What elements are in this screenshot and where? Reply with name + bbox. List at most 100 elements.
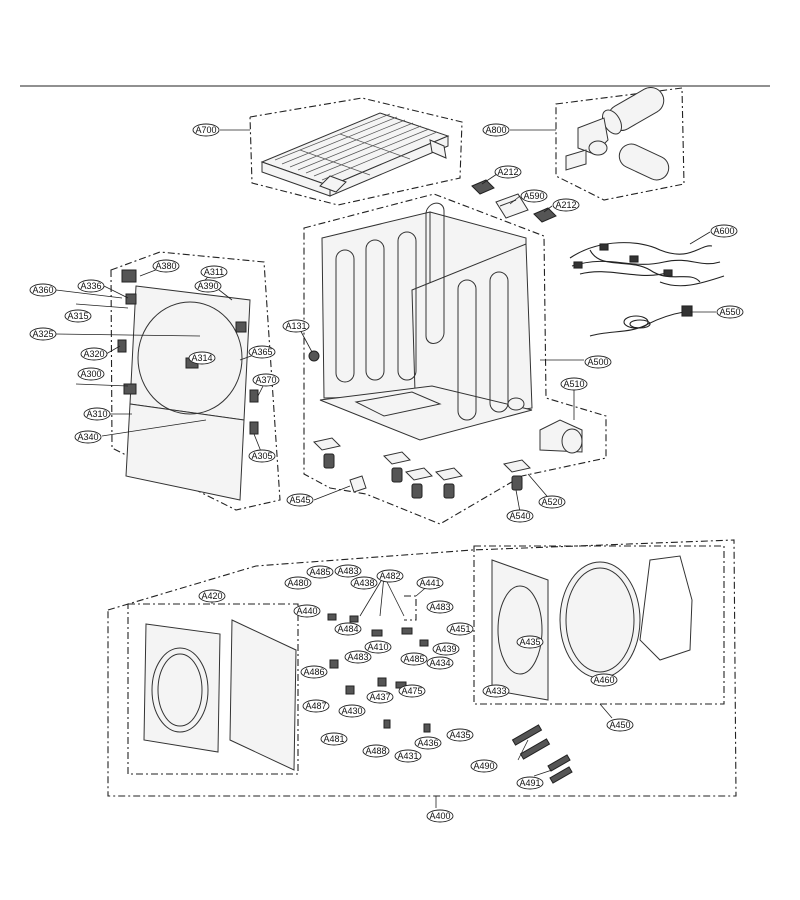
callout-text: A370 [255,375,276,385]
callout-bubble [606,718,634,732]
group-door-frame-boundary [110,251,281,511]
callout-a483b: A483 [426,600,454,614]
callout-text: A545 [289,495,310,505]
callout-bubble [306,565,334,579]
callout-bubble [248,449,276,463]
callout-a481: A481 [320,732,348,746]
callout-text: A340 [77,432,98,442]
callout-text: A700 [195,125,216,135]
callout-text: A590 [523,191,544,201]
callout-text: A510 [563,379,584,389]
callout-bubble [470,759,498,773]
callout-bubble [200,265,228,279]
callout-bubble [590,673,618,687]
callout-bubble [302,699,330,713]
callout-text: A491 [519,778,540,788]
callout-a483a: A483 [334,564,362,578]
a131-sensor [308,350,320,362]
callout-text: A336 [80,281,101,291]
group-a700-boundary [249,97,463,206]
callout-text: A460 [593,675,614,685]
callout-bubble [520,189,548,203]
callout-a488: A488 [362,744,390,758]
callout-text: A300 [80,369,101,379]
a600-wire-harness [569,242,725,287]
callout-bubble [29,283,57,297]
callout-text: A440 [296,606,317,616]
callout-bubble [362,744,390,758]
callout-a480: A480 [284,576,312,590]
callout-text: A437 [369,692,390,702]
callout-bubble [282,319,310,333]
callout-text: A131 [285,321,306,331]
callout-text: A212 [555,200,576,210]
callout-bubble [77,279,105,293]
callout-bubble [394,749,422,763]
callout-text: A430 [341,706,362,716]
callout-a410: A410 [364,640,392,654]
callout-a510: A510 [560,377,588,391]
callout-text: A485 [403,654,424,664]
callout-text: A481 [323,734,344,744]
a510-exhaust-duct [539,419,583,454]
group-a800-boundary [555,87,685,201]
callout-a700: A700 [192,123,220,137]
callout-text: A410 [367,642,388,652]
callout-bubble [416,576,444,590]
callout-a212a: A212 [494,165,522,179]
callout-bubble [716,305,744,319]
callout-a390: A390 [194,279,222,293]
callout-a370: A370 [252,373,280,387]
callout-text: A314 [191,353,212,363]
callout-a486: A486 [300,665,328,679]
callout-a450: A450 [606,718,634,732]
a420-door-panel [143,619,297,771]
callout-bubble [482,684,510,698]
a800-vent-duct [565,86,670,181]
callout-a441: A441 [416,576,444,590]
callout-text: A431 [397,751,418,761]
callout-text: A435 [449,730,470,740]
callout-a439: A439 [432,642,460,656]
callout-a311: A311 [200,265,228,279]
callout-a500: A500 [584,355,612,369]
callout-bubble [584,355,612,369]
callout-a380: A380 [152,259,180,273]
callout-bubble [284,576,312,590]
callout-text: A212 [497,167,518,177]
a540-leveling-legs [313,437,531,499]
callout-a590: A590 [520,189,548,203]
callout-a800: A800 [482,123,510,137]
callout-text: A540 [509,511,530,521]
callout-bubble [364,640,392,654]
a550-power-cord [589,305,693,337]
callout-text: A310 [86,409,107,419]
callout-a435a: A435 [446,728,474,742]
callout-a360: A360 [29,283,57,297]
callout-text: A451 [449,624,470,634]
callout-a314: A314 [188,351,216,365]
callout-bubble [506,509,534,523]
callout-bubble [80,347,108,361]
callout-text: A435 [519,637,540,647]
callout-text: A483 [347,652,368,662]
callout-bubble [446,622,474,636]
callout-a437: A437 [366,690,394,704]
callout-bubble [482,123,510,137]
callout-a300: A300 [77,367,105,381]
a490-a491-screws [511,724,573,784]
callout-bubble [83,407,111,421]
callout-text: A420 [201,591,222,601]
callout-bubble [516,776,544,790]
callout-a487: A487 [302,699,330,713]
callout-text: A800 [485,125,506,135]
callout-bubble [426,656,454,670]
callout-text: A315 [67,311,88,321]
callout-bubble [334,622,362,636]
callout-a336: A336 [77,279,105,293]
callout-bubble [538,495,566,509]
callout-bubble [494,165,522,179]
front-frame-a340 [117,269,259,501]
